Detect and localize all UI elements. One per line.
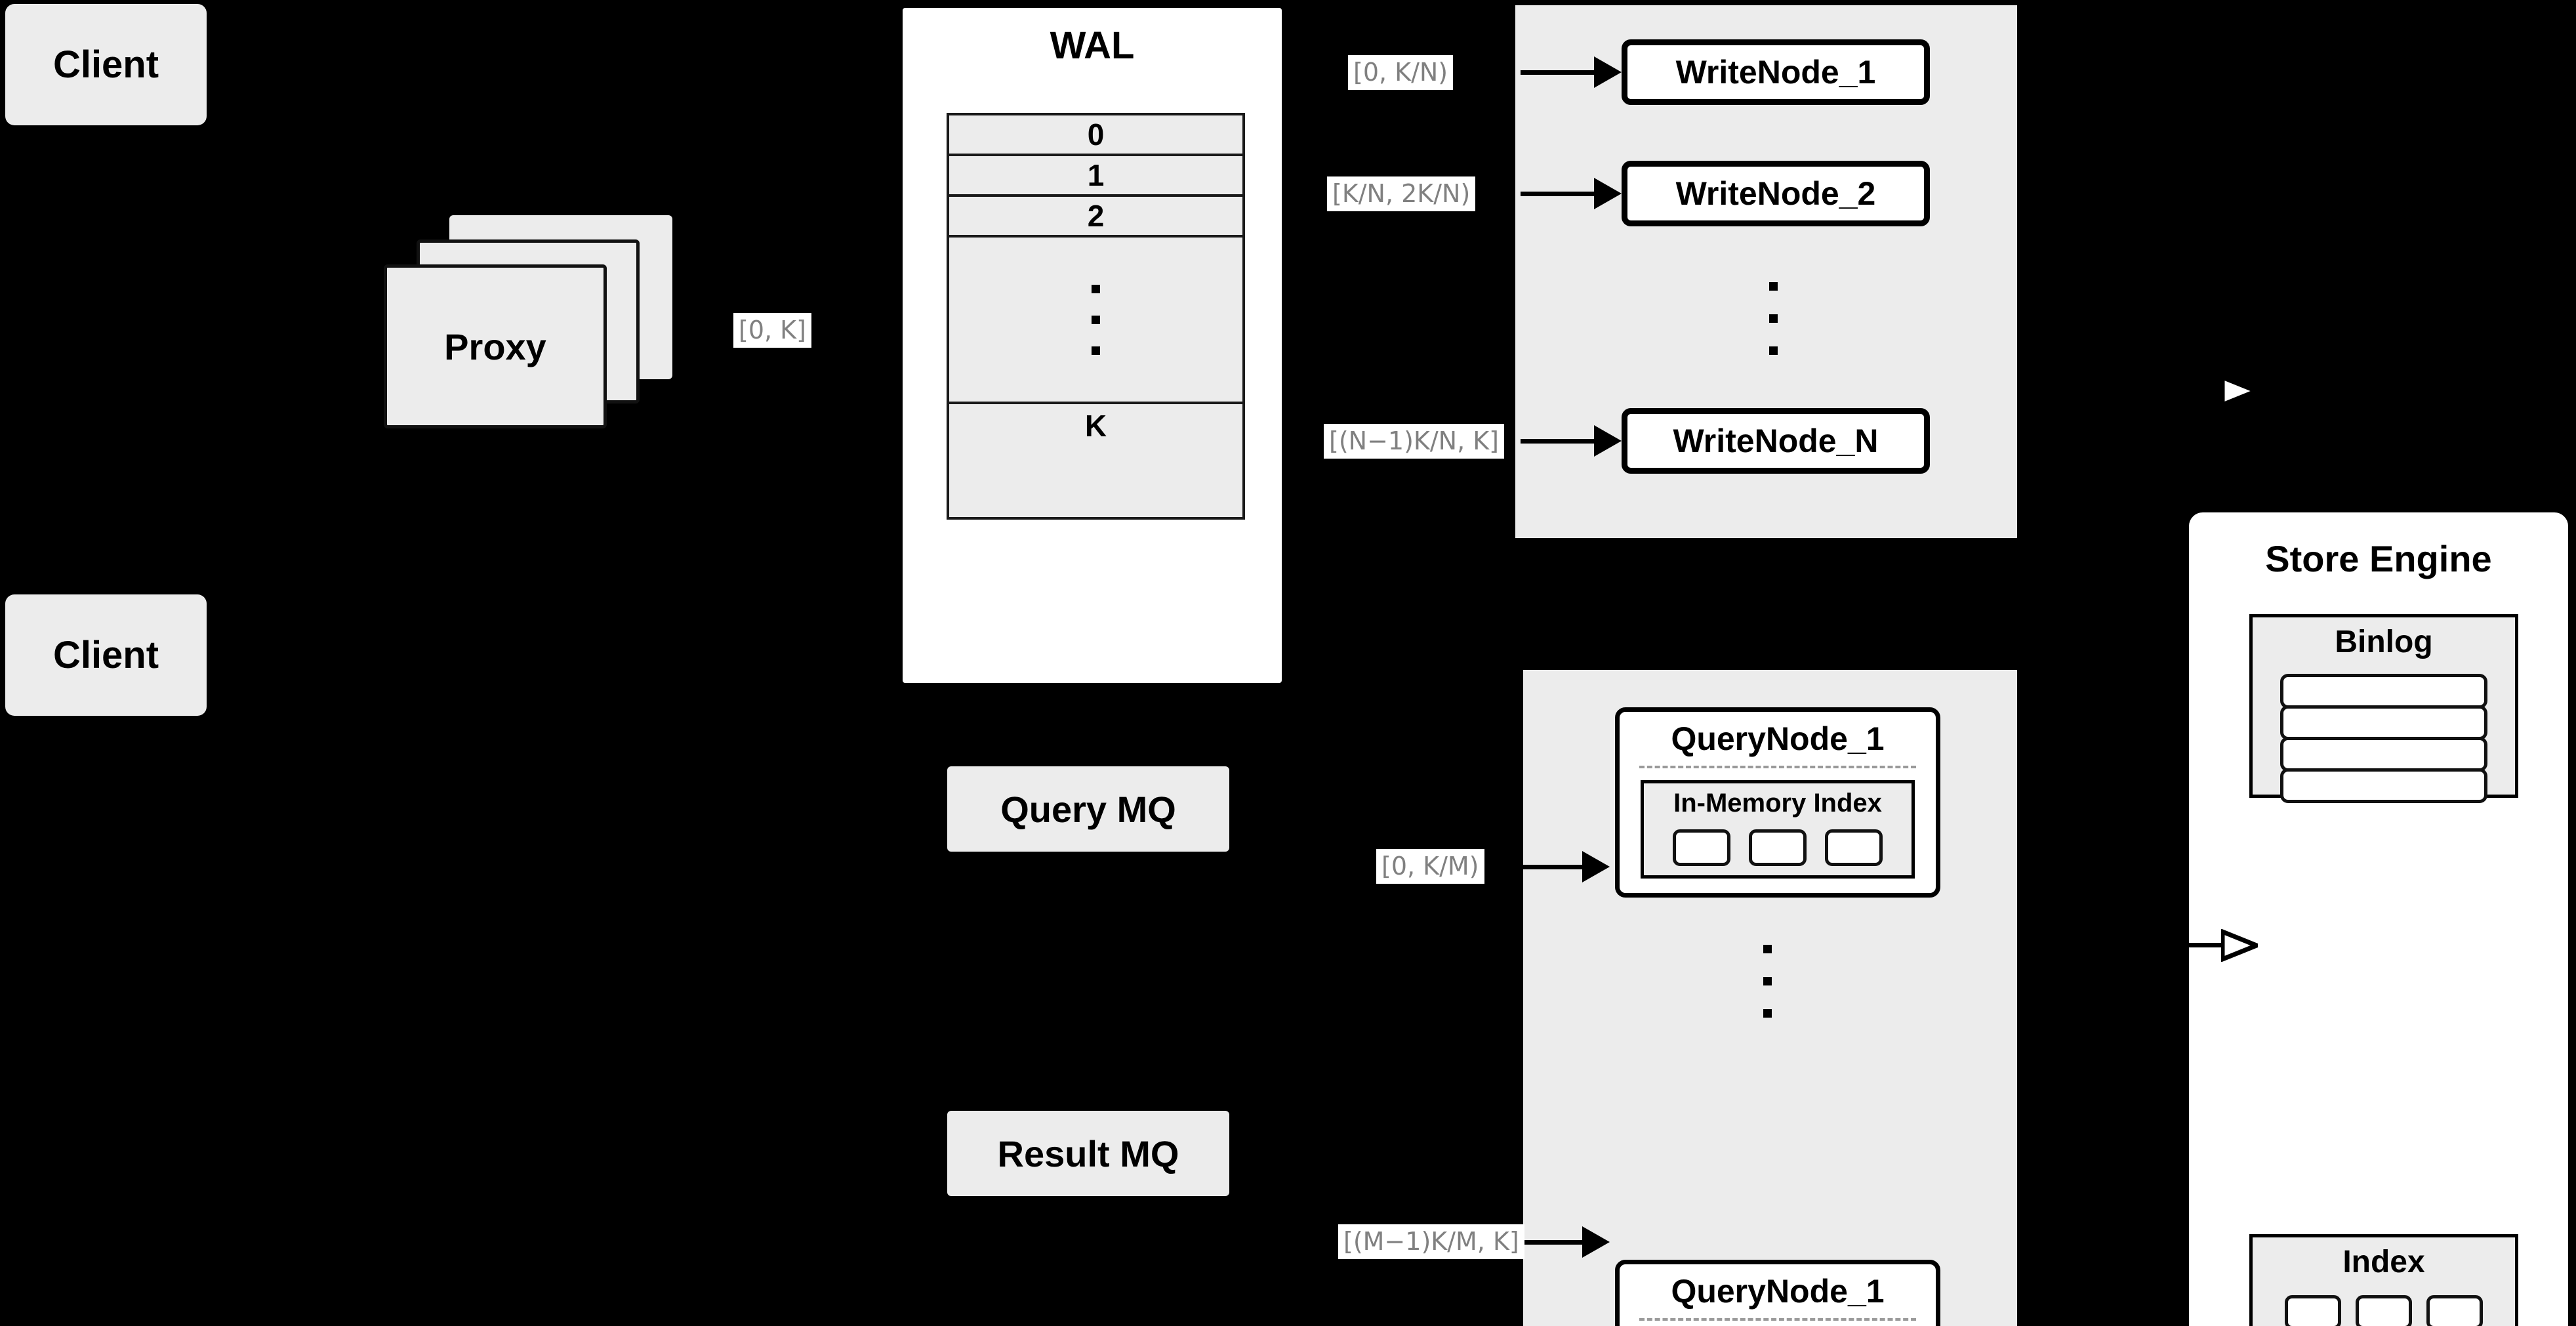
index-cell <box>2356 1295 2412 1326</box>
wal-row-2: 2 <box>949 197 1242 238</box>
result-mq-label: Result MQ <box>997 1132 1179 1174</box>
query-node-1-range-wrap: [0, K/M) <box>1376 849 1484 884</box>
query-node-1-range-label: [0, K/M) <box>1376 849 1484 884</box>
binlog-arrow-head-open-icon <box>2220 373 2263 409</box>
index-cell <box>2285 1295 2341 1326</box>
write-node-2-arrow-head <box>1594 178 1622 209</box>
query-cluster-ellipsis-dot <box>1763 977 1772 985</box>
wal-row-0: 0 <box>949 115 1242 156</box>
binlog-arrow-line <box>2187 388 2226 393</box>
write-node-n-label: WriteNode_N <box>1673 423 1879 459</box>
write-cluster-ellipsis-dot <box>1769 346 1778 355</box>
write-cluster-ellipsis-dot <box>1769 314 1778 323</box>
wal-ellipsis-dot <box>1092 346 1100 355</box>
query-cluster-ellipsis <box>1763 945 1772 1018</box>
store-engine-title: Store Engine <box>2265 538 2492 579</box>
write-node-n[interactable]: WriteNode_N <box>1622 408 1930 474</box>
write-node-2-range-label: [K/N, 2K/N) <box>1327 176 1476 211</box>
wal-table: 0 1 2 K <box>947 113 1245 520</box>
query-node-m-divider <box>1639 1318 1916 1321</box>
query-node-1-arrow-head <box>1582 851 1610 882</box>
index-panel: Index <box>2249 1234 2518 1326</box>
query-node-m-range-label: [(M−1)K/M, K] <box>1338 1224 1524 1259</box>
binlog-row <box>2280 674 2487 709</box>
binlog-arrow-head-open-wrap <box>2220 373 2263 409</box>
client-box-top[interactable]: Client <box>5 4 207 125</box>
index-cell <box>1825 829 1883 866</box>
binlog-row <box>2280 737 2487 772</box>
write-node-1-label: WriteNode_1 <box>1675 54 1876 91</box>
query-node-1-in-memory-index: In-Memory Index <box>1641 780 1915 879</box>
proxy-label: Proxy <box>444 325 546 367</box>
binlog-panel: Binlog <box>2249 614 2518 803</box>
store-engine-panel: Store Engine Binlog Index <box>2186 509 2571 1326</box>
write-node-2-range-wrap: [K/N, 2K/N) <box>1327 176 1476 211</box>
binlog-row <box>2280 705 2487 740</box>
client-label-bottom: Client <box>52 634 159 676</box>
wal-panel: WAL 0 1 2 K <box>899 4 1286 687</box>
query-node-m[interactable]: QueryNode_1 In-Memory Index <box>1615 1260 1940 1326</box>
client-label-top: Client <box>52 43 159 86</box>
index-grid <box>2253 1295 2515 1326</box>
query-node-1-title: QueryNode_1 <box>1671 720 1885 757</box>
wal-row-2-label: 2 <box>1087 199 1105 233</box>
write-node-n-arrow-head <box>1594 425 1622 457</box>
proxy-range-label-wrap: [0, K] <box>733 313 811 348</box>
index-cell <box>2426 1295 2483 1326</box>
proxy-range-label: [0, K] <box>733 313 811 348</box>
index-title: Index <box>2342 1245 2425 1279</box>
write-node-1-range-wrap: [0, K/N) <box>1348 55 1454 90</box>
wal-row-k: K <box>949 404 1242 447</box>
write-node-n-range-label: [(N−1)K/N, K] <box>1324 424 1504 459</box>
wal-row-1: 1 <box>949 156 1242 197</box>
write-node-2-arrow-line <box>1521 192 1599 196</box>
write-node-1-arrow-head <box>1594 56 1622 88</box>
wal-row-k-label: K <box>1084 409 1107 443</box>
wal-ellipsis-dot <box>1092 284 1100 293</box>
query-node-1[interactable]: QueryNode_1 In-Memory Index <box>1615 707 1940 898</box>
write-cluster-ellipsis-dot <box>1769 282 1778 291</box>
binlog-rows <box>2280 674 2487 803</box>
proxy-box[interactable]: Proxy <box>384 264 607 428</box>
index-cell <box>1673 829 1730 866</box>
index-arrow-line <box>2187 943 2226 947</box>
index-cell <box>1749 829 1807 866</box>
wal-title: WAL <box>1050 24 1135 67</box>
write-cluster-ellipsis <box>1769 282 1778 355</box>
query-node-m-range-wrap: [(M−1)K/M, K] <box>1338 1224 1524 1259</box>
binlog-row <box>2280 768 2487 803</box>
write-node-2[interactable]: WriteNode_2 <box>1622 161 1930 226</box>
wal-row-1-label: 1 <box>1087 158 1105 192</box>
query-cluster-ellipsis-dot <box>1763 945 1772 953</box>
query-node-m-arrow-head <box>1582 1226 1610 1258</box>
query-node-1-arrow-line <box>1522 865 1587 869</box>
write-node-n-arrow-line <box>1521 439 1599 444</box>
write-node-n-range-wrap: [(N−1)K/N, K] <box>1324 424 1504 459</box>
query-cluster-ellipsis-dot <box>1763 1009 1772 1018</box>
index-arrow-head-open-icon <box>2220 928 2263 963</box>
query-node-1-divider <box>1639 766 1916 768</box>
query-mq-label: Query MQ <box>1000 788 1176 830</box>
index-arrow-head-open-wrap <box>2220 928 2263 963</box>
client-box-bottom[interactable]: Client <box>5 594 207 716</box>
write-node-1-range-label: [0, K/N) <box>1348 55 1454 90</box>
query-mq-box[interactable]: Query MQ <box>947 766 1229 852</box>
query-node-1-index-cells <box>1644 829 1912 866</box>
wal-row-ellipsis <box>949 238 1242 404</box>
wal-ellipsis-dot <box>1092 315 1100 324</box>
write-node-2-label: WriteNode_2 <box>1675 175 1876 212</box>
query-node-1-index-title: In-Memory Index <box>1673 789 1882 818</box>
wal-row-0-label: 0 <box>1087 117 1105 152</box>
query-node-m-title: QueryNode_1 <box>1671 1273 1885 1310</box>
result-mq-box[interactable]: Result MQ <box>947 1111 1229 1196</box>
binlog-title: Binlog <box>2335 625 2433 659</box>
write-node-1-arrow-line <box>1521 70 1599 75</box>
write-node-1[interactable]: WriteNode_1 <box>1622 39 1930 105</box>
query-node-m-arrow-line <box>1522 1240 1587 1245</box>
